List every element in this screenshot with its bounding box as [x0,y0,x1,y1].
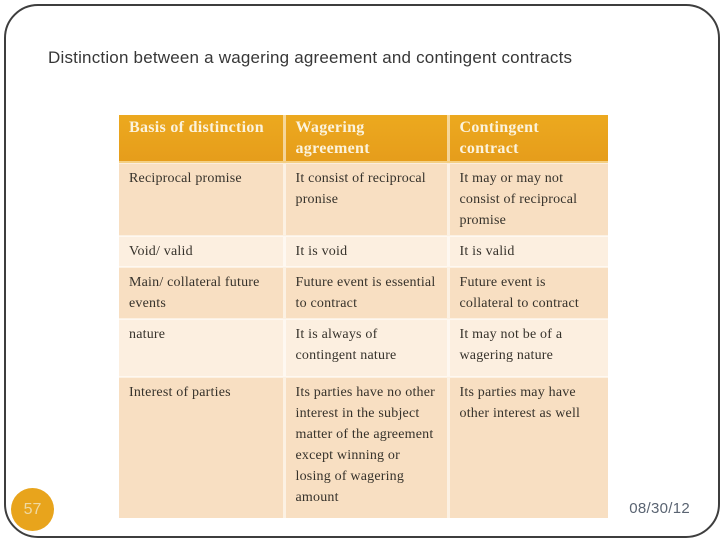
table-row: Reciprocal promise It consist of recipro… [119,162,608,236]
cell-basis: Void/ valid [119,236,284,267]
cell-wagering: Future event is essential to contract [282,267,448,319]
table-row: Interest of parties Its parties have no … [119,377,608,518]
table-row: nature It is always of contingent nature… [119,319,608,377]
cell-wagering: It is void [282,236,448,267]
header-contingent-contract: Contingent contract [446,115,608,164]
comparison-table: Basis of distinction Wagering agreement … [119,115,608,518]
cell-contingent: Future event is collateral to contract [446,267,608,319]
cell-contingent: It may not be of a wagering nature [446,319,608,377]
cell-contingent: It is valid [446,236,608,267]
header-wagering-agreement: Wagering agreement [282,115,448,164]
cell-basis: Reciprocal promise [119,162,284,236]
cell-wagering: It consist of reciprocal pronise [282,162,448,236]
cell-basis: nature [119,319,284,377]
page-number: 57 [23,500,42,518]
table-row: Main/ collateral future events Future ev… [119,267,608,319]
slide-title: Distinction between a wagering agreement… [48,48,573,67]
cell-wagering: Its parties have no other interest in th… [282,377,448,518]
cell-wagering: It is always of contingent nature [282,319,448,377]
table-row: Void/ valid It is void It is valid [119,236,608,267]
cell-contingent: It may or may not consist of reciprocal … [446,162,608,236]
page-number-badge: 57 [11,488,54,531]
table-header-row: Basis of distinction Wagering agreement … [119,115,608,164]
slide-date: 08/30/12 [629,500,690,517]
cell-basis: Interest of parties [119,377,284,518]
header-basis-of-distinction: Basis of distinction [119,115,284,164]
cell-basis: Main/ collateral future events [119,267,284,319]
cell-contingent: Its parties may have other interest as w… [446,377,608,518]
